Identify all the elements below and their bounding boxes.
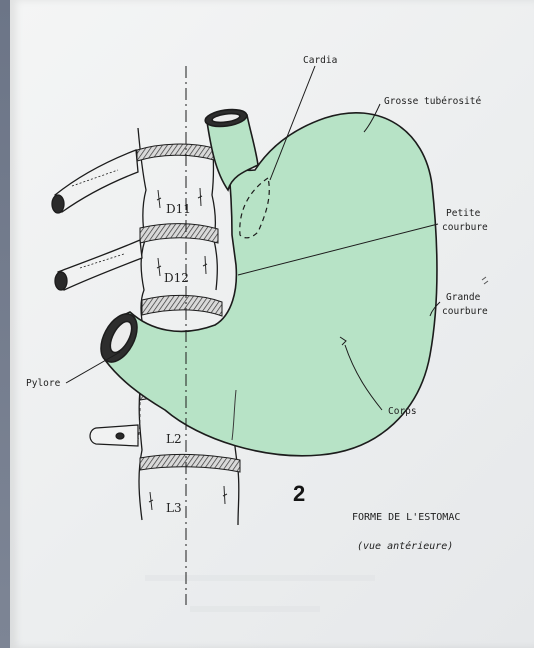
figure-number: 2 [293,481,305,506]
transverse-process [90,425,138,446]
label-grosse-tuberosite: Grosse tubérosité [384,96,482,107]
stomach-body [104,113,437,456]
vertebra-label-l2: L2 [166,432,182,446]
vertebra-label-l3: L3 [166,501,182,515]
label-petite-courbure-line1: Petite [446,208,481,219]
label-corps: Corps [388,406,417,417]
figure-caption-title: FORME DE L'ESTOMAC [352,512,460,523]
label-grande-courbure-line2: courbure [442,306,488,317]
bleed-through-text [145,575,375,612]
figure-caption-subtitle: (vue antérieure) [357,540,453,552]
label-grande-courbure-line1: Grande [446,292,481,303]
ribs [52,150,142,290]
vertebra-label-d12: D12 [164,271,189,285]
stray-marks [482,277,488,284]
label-petite-courbure-line2: courbure [442,222,488,233]
label-pylore: Pylore [26,378,61,389]
label-cardia: Cardia [303,55,337,66]
vertebra-label-d11: D11 [166,202,191,216]
